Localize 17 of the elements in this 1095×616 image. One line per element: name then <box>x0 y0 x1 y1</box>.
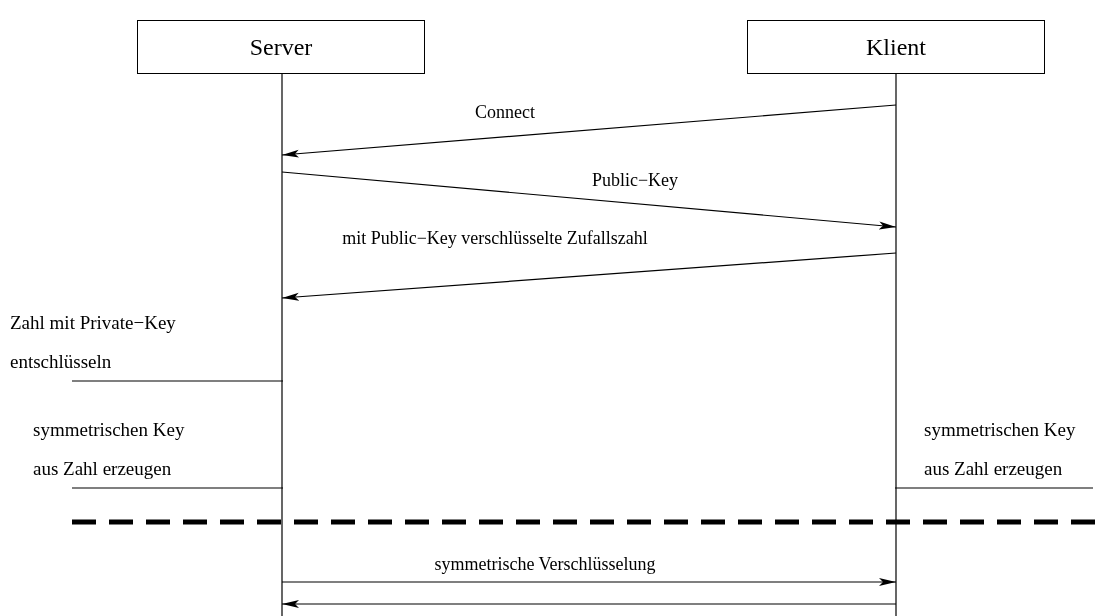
leader-line <box>894 487 1094 489</box>
note-text: symmetrischen Key aus Zahl erzeugen <box>924 410 1095 488</box>
leader-line <box>71 487 284 489</box>
participant-box: Klient <box>747 20 1045 74</box>
message-label: mit Public−Key verschlüsselte Zufallszahl <box>342 228 648 249</box>
leader-line <box>71 380 284 382</box>
note-text: symmetrischen Key aus Zahl erzeugen <box>33 410 201 488</box>
message-arrow <box>281 252 897 301</box>
message-label: Public−Key <box>591 170 679 191</box>
message-arrow <box>281 104 897 158</box>
message-arrow <box>281 578 897 586</box>
message-arrow <box>281 171 897 230</box>
message-arrow <box>281 600 897 608</box>
message-label: symmetrische Verschlüsselung <box>434 554 656 575</box>
note-text: Zahl mit Private−Key entschlüsseln <box>10 303 188 381</box>
message-label: Connect <box>475 102 535 123</box>
participant-box: Server <box>137 20 425 74</box>
